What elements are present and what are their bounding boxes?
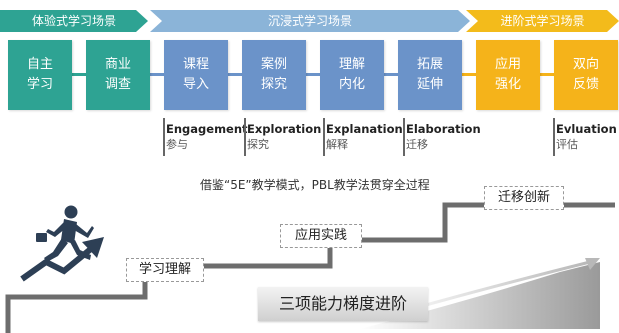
- phase-en-label: Evluation: [556, 122, 617, 136]
- step-connector: [304, 73, 324, 76]
- step-apply: 应用强化: [476, 40, 540, 110]
- step-label-line1: 商业: [104, 57, 131, 72]
- step-label-line2: 导入: [182, 77, 209, 92]
- step-business-survey: 商业调查: [86, 40, 150, 110]
- step-label-line1: 自主: [26, 57, 53, 72]
- phase-evaluation: Evluation 评估: [556, 122, 617, 152]
- step-label-line1: 应用: [494, 57, 521, 72]
- phase-engagement: Engagement 参与: [166, 122, 248, 152]
- staircase-line: [5, 202, 615, 333]
- step-course-intro: 课程导入: [164, 40, 228, 110]
- phase-divider: [553, 118, 555, 156]
- step-label-line1: 课程: [182, 57, 209, 72]
- summary-label: 三项能力梯度进阶: [258, 287, 428, 321]
- banner-immersive: 沉浸式学习场景: [150, 10, 470, 32]
- step-label-line2: 强化: [494, 77, 521, 92]
- phase-en-label: Elaboration: [406, 122, 481, 136]
- step-connector: [382, 73, 402, 76]
- phase-exploration: Exploration 探究: [247, 122, 321, 152]
- step-case-study: 案例探究: [242, 40, 306, 110]
- step-connector: [226, 73, 246, 76]
- level-practice: 应用实践: [280, 224, 362, 248]
- phase-zh-label: 探究: [247, 138, 269, 151]
- step-connector: [148, 73, 168, 76]
- step-label-line2: 内化: [338, 77, 365, 92]
- phase-zh-label: 评估: [556, 138, 578, 151]
- step-label-line2: 调查: [104, 77, 131, 92]
- level-understanding: 学习理解: [126, 258, 204, 282]
- phase-elaboration: Elaboration 迁移: [406, 122, 481, 152]
- rising-arrow-icon: [20, 237, 104, 282]
- step-feedback: 双向反馈: [554, 40, 618, 110]
- level-innovation: 迁移创新: [484, 186, 564, 210]
- faint-arrow-head: [585, 258, 600, 270]
- step-connector: [70, 73, 90, 76]
- step-extend: 拓展延伸: [398, 40, 462, 110]
- step-label-line1: 案例: [260, 57, 287, 72]
- step-label-line2: 探究: [260, 77, 287, 92]
- step-label-line2: 延伸: [416, 77, 443, 92]
- phase-en-label: Explanation: [326, 122, 403, 136]
- phase-divider: [244, 118, 246, 156]
- banner-advanced: 进阶式学习场景: [466, 10, 619, 32]
- phase-en-label: Exploration: [247, 122, 322, 136]
- phase-divider: [323, 118, 325, 156]
- phase-zh-label: 参与: [166, 138, 188, 151]
- phase-divider: [163, 118, 165, 156]
- step-label-line2: 学习: [26, 77, 53, 92]
- phase-zh-label: 迁移: [406, 138, 428, 151]
- banner-experiential: 体验式学习场景: [0, 10, 148, 32]
- step-self-study: 自主学习: [8, 40, 72, 110]
- phase-explanation: Explanation 解释: [326, 122, 403, 152]
- step-connector: [460, 73, 480, 76]
- phase-divider: [403, 118, 405, 156]
- step-label-line1: 拓展: [416, 57, 443, 72]
- method-description: 借鉴“5E”教学模式，PBL教学法贯穿全过程: [200, 178, 430, 192]
- running-businessman-icon: [36, 205, 94, 262]
- progress-wedge: [360, 262, 600, 329]
- step-label-line1: 理解: [338, 57, 365, 72]
- step-label-line2: 反馈: [572, 77, 599, 92]
- phase-zh-label: 解释: [326, 138, 348, 151]
- phase-en-label: Engagement: [166, 122, 248, 136]
- step-internalize: 理解内化: [320, 40, 384, 110]
- step-connector: [538, 73, 558, 76]
- step-label-line1: 双向: [572, 57, 599, 72]
